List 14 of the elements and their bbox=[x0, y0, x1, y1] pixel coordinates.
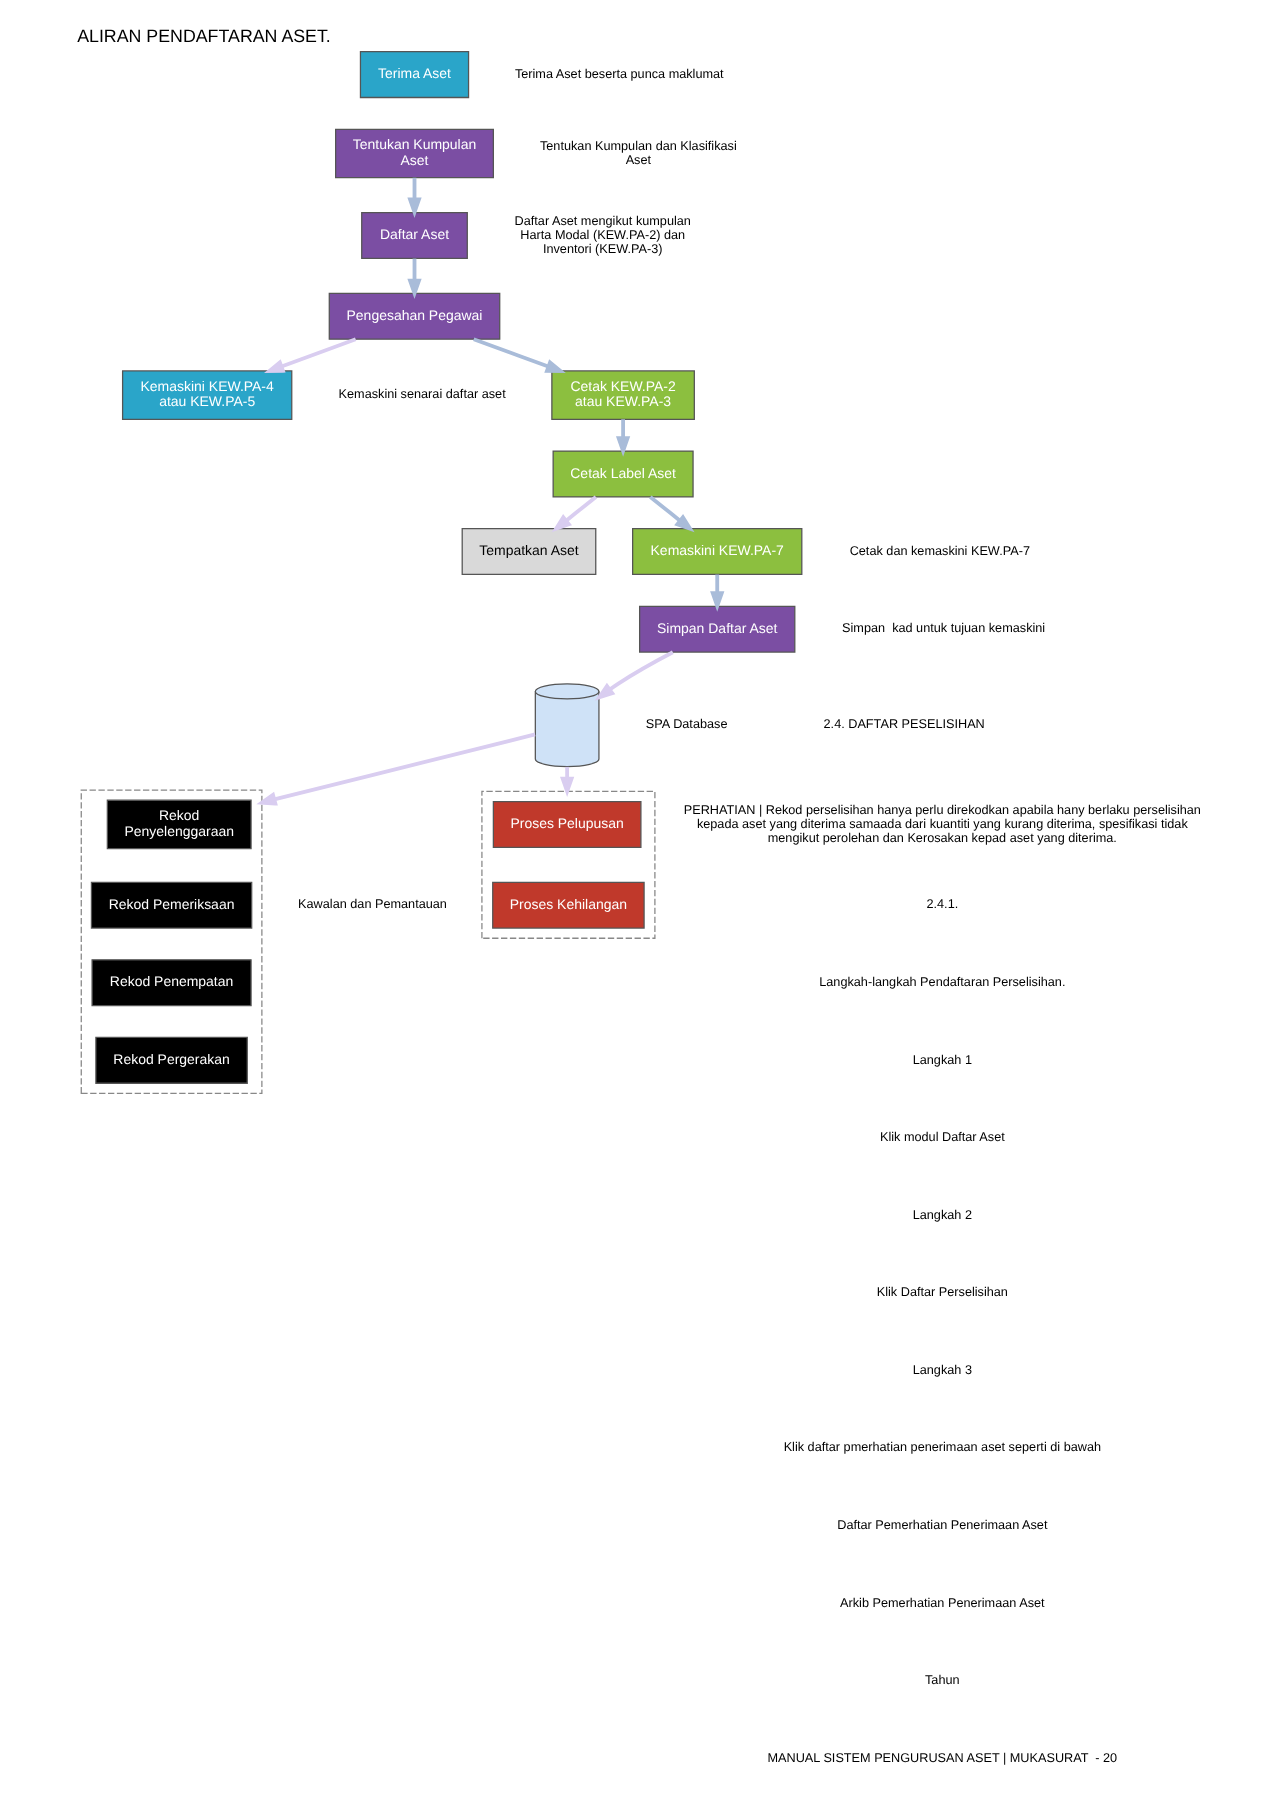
arrow bbox=[255, 732, 535, 806]
arrow bbox=[559, 766, 574, 798]
arrow bbox=[614, 419, 630, 457]
cluster bbox=[79, 789, 262, 1095]
arrow bbox=[648, 495, 694, 533]
arrow bbox=[550, 495, 597, 533]
arrow bbox=[263, 337, 356, 373]
diagram-title: ALIRAN PENDAFTARAN ASET. bbox=[76, 25, 330, 46]
arrow bbox=[406, 177, 421, 218]
arrow bbox=[709, 574, 724, 612]
arrow bbox=[406, 258, 421, 300]
cluster bbox=[480, 790, 655, 939]
arrow bbox=[593, 650, 673, 701]
arrow bbox=[472, 337, 565, 373]
